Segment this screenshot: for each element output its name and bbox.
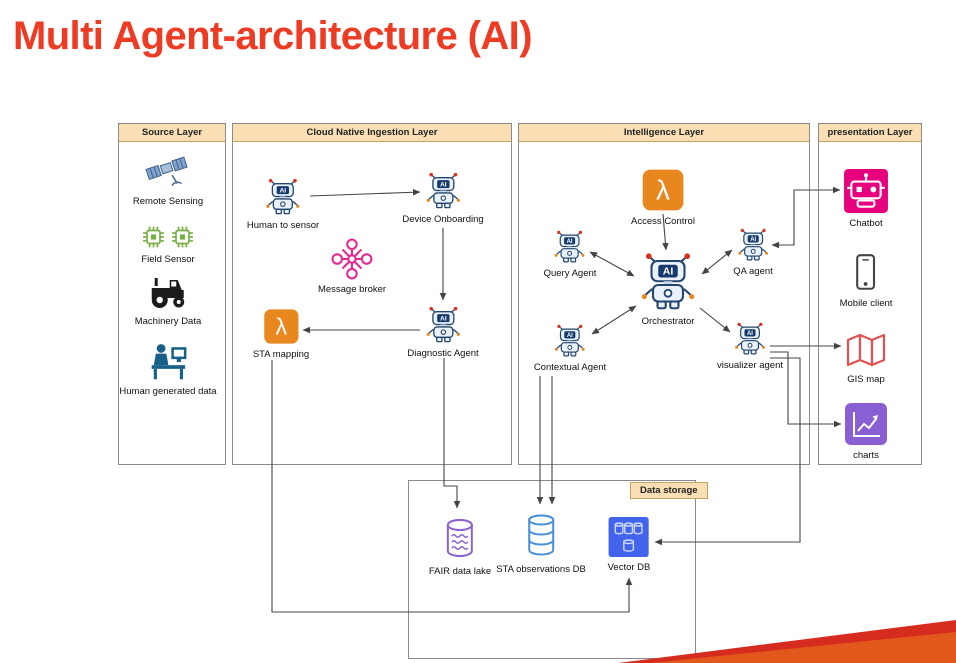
node-label: Chatbot (849, 218, 883, 229)
node-label: charts (853, 450, 879, 461)
node-sta-mapping: STA mapping (253, 308, 309, 360)
node-label: Machinery Data (134, 316, 202, 327)
intelligence-layer-header: Intelligence Layer (519, 124, 809, 142)
node-human-to-sensor: Human to sensor (247, 178, 319, 231)
node-sta-observations-db: STA observations DB (496, 512, 586, 575)
presentation-layer-header: presentation Layer (819, 124, 921, 142)
node-qa-agent: QA agent (733, 228, 773, 277)
node-message-broker: Message broker (318, 238, 386, 295)
satellite-icon (145, 150, 191, 192)
source-layer-header: Source Layer (119, 124, 225, 142)
node-label: FAIR data lake (428, 566, 492, 577)
robot-agent-icon (424, 306, 462, 344)
phone-icon (845, 252, 887, 294)
node-mobile-client: Mobile client (839, 252, 893, 309)
node-label: Device Onboarding (402, 214, 484, 225)
node-label: Mobile client (839, 298, 893, 309)
node-query-agent: Query Agent (543, 230, 597, 279)
node-label: Message broker (317, 284, 387, 295)
network-broker-icon (331, 238, 373, 280)
node-diagnostic-agent: Diagnostic Agent (407, 306, 479, 359)
node-label: Query Agent (543, 268, 597, 279)
node-orchestrator: Orchestrator (638, 252, 698, 327)
node-fair-data-lake: FAIR data lake (429, 516, 491, 577)
node-contextual-agent: Contextual Agent (534, 324, 606, 373)
node-charts: charts (844, 402, 888, 461)
database-cylinder-icon (520, 512, 562, 560)
sensor-chip-icon (170, 224, 196, 250)
node-label: STA mapping (252, 349, 310, 360)
robot-agent-icon (733, 322, 767, 356)
node-visualizer-agent: visualizer agent (717, 322, 783, 371)
robot-agent-icon (638, 252, 698, 312)
lambda-icon (262, 308, 299, 345)
sensor-chip-icon (141, 224, 167, 250)
page-title: Multi Agent-architecture (AI) (13, 14, 533, 58)
node-label: GIS map (847, 374, 885, 385)
lambda-icon (641, 168, 685, 212)
node-remote-sensing: Remote Sensing (133, 150, 203, 207)
node-chatbot: Chatbot (843, 168, 889, 229)
robot-agent-icon (424, 172, 462, 210)
data-storage-header: Data storage (630, 482, 708, 499)
node-vector-db: Vector DB (607, 516, 651, 573)
node-label: Human generated data (119, 386, 217, 397)
human-desk-icon (145, 340, 191, 382)
node-machinery-data: Machinery Data (134, 272, 202, 327)
ingestion-layer-header: Cloud Native Ingestion Layer (233, 124, 511, 142)
node-label: QA agent (733, 266, 773, 277)
robot-agent-icon (553, 324, 587, 358)
node-label: Vector DB (607, 562, 651, 573)
node-human-generated-data: Human generated data (119, 340, 217, 397)
vector-db-icon (608, 516, 650, 558)
folded-map-icon (844, 330, 888, 370)
node-label: STA observations DB (496, 564, 586, 575)
node-gis-map: GIS map (844, 330, 888, 385)
data-lake-cylinder-icon (439, 516, 481, 562)
node-label: visualizer agent (716, 360, 784, 371)
node-access-control: Access Control (631, 168, 695, 227)
robot-agent-icon (264, 178, 302, 216)
node-device-onboarding: Device Onboarding (402, 172, 484, 225)
tractor-icon (146, 272, 190, 312)
source-layer-box: Source Layer (118, 123, 226, 465)
node-label: Human to sensor (246, 220, 320, 231)
robot-agent-icon (736, 228, 770, 262)
node-label: Access Control (631, 216, 695, 227)
line-chart-icon (844, 402, 888, 446)
robot-agent-icon (553, 230, 587, 264)
node-label: Diagnostic Agent (407, 348, 479, 359)
node-label: Orchestrator (641, 316, 695, 327)
node-label: Contextual Agent (533, 362, 607, 373)
chatbot-icon (843, 168, 889, 214)
node-label: Remote Sensing (132, 196, 204, 207)
node-label: Field Sensor (141, 254, 195, 265)
node-field-sensor: Field Sensor (141, 224, 196, 265)
